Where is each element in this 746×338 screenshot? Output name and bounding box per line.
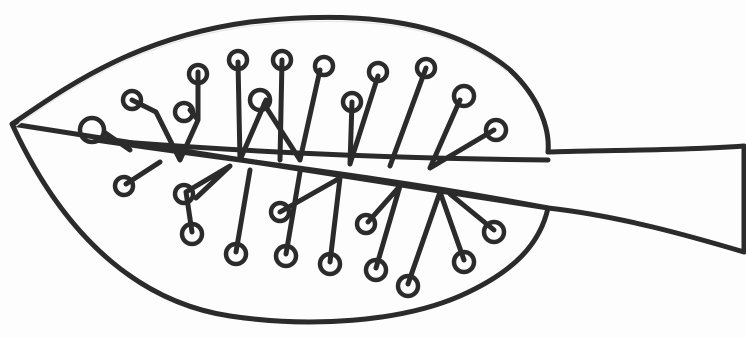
lower-veins <box>126 162 494 284</box>
leaf-stem <box>548 146 744 252</box>
